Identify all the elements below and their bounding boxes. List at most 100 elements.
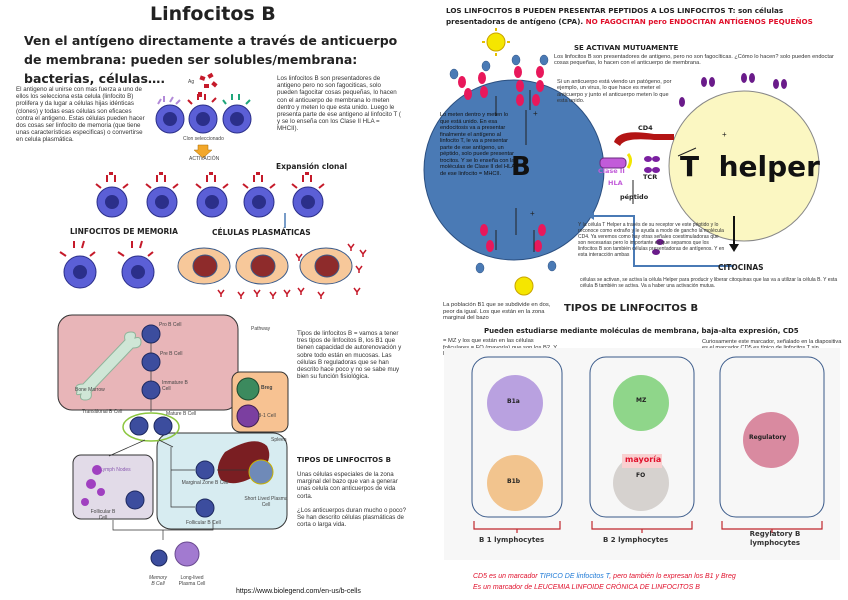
b1-cell [236,404,260,428]
clase-ii-label: Clase II [598,167,625,175]
b-cell [423,79,605,261]
slide2-header: LOS LINFOCITOS B PUEDEN PRESENTAR PEPTID… [446,5,841,27]
slide3-heading: TIPOS DE LINFOCITOS B [297,456,391,464]
short-lived-plasma-cell [248,459,274,485]
transitional-b-cell [129,416,149,436]
lb-cells-top-figure [155,72,252,159]
b-cell-pathway-figure [57,314,289,567]
tcr-icon [644,156,660,173]
follicular-b-cell-ln [125,490,145,510]
b-t-interaction-figure [423,28,820,296]
return-arrow [594,215,734,267]
activan-heading: SE ACTIVAN MUTUAMENTE [574,44,679,52]
regulatory-cell [743,412,799,468]
antigen-sun-icon [482,28,510,56]
antigen-sun-icon [514,276,534,296]
group-b1-label: B 1 lymphocytes [479,536,545,544]
bone-icon [75,331,142,401]
slide2-header-red: NO FAGOCITAN pero ENDOCITAN ANTÍGENOS PE… [585,17,813,26]
cd5-note-1-red-b: , pero también lo expresan los B1 y Breg [609,573,736,580]
clonal-expansion-figure [95,171,325,228]
t-helper-cell [668,90,820,242]
mayoria-highlight [622,454,662,468]
fig-ag-label: Ag [188,79,195,85]
lb-cell-green-receptors [222,94,252,134]
tcr-label: TCR [643,173,658,181]
pro-b-label: Pro B Cell [159,322,182,328]
plasma-cell [177,247,231,285]
fo-cell [613,455,669,511]
biolegend-link[interactable]: https://www.biolegend.com/en-us/b-cells [236,588,361,595]
follicular-sp-label: Follicular B Cell [186,520,221,526]
lb-cell-selected [187,94,218,134]
memory-b-cell [150,549,168,567]
slide3-text-marginal: Unas células especiales de la zona margi… [297,471,398,500]
plasma-cells-figure [177,243,367,299]
slide1-left-text: El antigeno al unirse con mas fuerza a u… [16,86,145,144]
marginal-zone-b-cell [195,460,215,480]
immature-label: Immature B Cell [162,380,188,392]
marginal-label: Marginal Zone B Cell [181,480,229,486]
plus-sign: + [722,130,727,139]
slide3-text-question: ¿Los anticuerpos duran mucho o poco? Se … [297,507,407,529]
fig-clon-label: Clon seleccionado [183,136,224,142]
cell-label-mz: MZ [636,397,647,404]
cd4-label: CD4 [638,124,653,132]
cell-label-fo: FO [636,472,646,479]
slide3-text-tipos: Tipos de linfocitos B = vamos a tener tr… [297,330,402,381]
slide2-text-top: Los linfocitos B son presentadores de an… [554,54,834,67]
slide4-heading: TIPOS DE LINFOCITOS B [564,303,699,314]
pre-b-label: Pre B Cell [160,351,183,357]
slide2-header-black: LOS LINFOCITOS B PUEDEN PRESENTAR PEPTID… [446,6,784,26]
b-cell-subsets-figure [471,356,825,533]
slide1-subtitle: Ven el antígeno directamente a través de… [24,33,398,86]
lb-cell-purple-receptors [155,96,185,134]
plasmaticas-heading: CÉLULAS PLASMÁTICAS [212,228,311,237]
peptido-label: péptido [620,193,649,201]
fig-activacion-label: ACTIVACIÓN [189,156,220,162]
hla-label: HLA [608,179,623,187]
plasma-cell [235,247,289,285]
follicular-ln-label: Follicular B Cell [90,509,116,521]
mature-b-cell [153,416,173,436]
mature-label: Mature B Cell [166,411,197,417]
reg-box [719,356,825,518]
cell-label-b1a: B1a [507,398,520,405]
plasma-cell [299,247,353,285]
group-b2-label: B 2 lymphocytes [603,536,669,544]
lymph-label: Lymph Nodes [100,467,131,473]
cd5-note-1-red-a: CD5 es un marcador [473,573,540,580]
mz-cell [613,375,669,431]
slide2-text-bottom: células se activan, se activa la célula … [580,277,838,289]
pre-b-cell [141,352,161,372]
cd4-icon [614,132,674,146]
slide2-text-b: Lo meten dentro y meten lo que está unid… [440,112,518,177]
b-cell-label: B [511,152,531,182]
b1b-cell [487,455,543,511]
bone-marrow-label: Bone Marrow [75,387,105,393]
mayoria-label: mayoría [625,455,662,464]
cd5-note-2: Es un marcador de LEUCEMIA LINFOIDE CRÓN… [473,584,700,591]
antigen-icon [198,72,218,97]
free-antibodies [217,243,367,299]
long-lived-plasma-cell [174,541,200,567]
b-cell-antibodies [449,54,557,274]
clone-cell [95,172,129,218]
slide1-title: Linfocitos B [150,3,276,25]
long-lived-label: Long-lived Plasma Cell [178,575,206,587]
b1-box [471,356,563,518]
slide1-right-text: Los linfocitos B son presentadores de an… [277,75,401,133]
follicular-b-cell-spleen [195,498,215,518]
pathway-label: Pathway [251,326,271,332]
pro-b-cell [141,324,161,344]
spleen-label: Spleen [271,437,287,443]
slide4-text-b1: La población B1 que se subdivide en dos,… [443,302,551,322]
b1-label: B-1 Cell [258,413,276,419]
short-lived-label: Short Lived Plasma Cell [244,496,288,508]
citocinas-label: CITOCINAS [718,263,764,272]
breg-cell [236,377,260,401]
expansion-clonal-heading: Expansión clonal [276,162,348,171]
activation-arrow-icon [193,144,213,159]
b1a-cell [487,375,543,431]
t-helper-label: T helper [680,150,820,183]
